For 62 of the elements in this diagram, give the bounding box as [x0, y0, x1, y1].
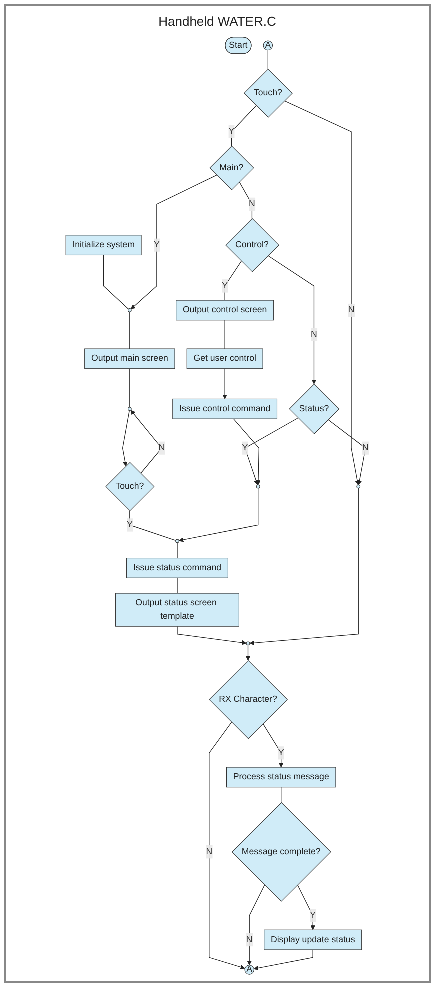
edge-label: Y — [222, 281, 228, 291]
node-box: Output status screen template — [116, 593, 240, 627]
node-diamond: Status? — [289, 384, 340, 434]
node-box: Display update status — [264, 930, 362, 950]
node-box: Output control screen — [176, 300, 274, 321]
node-circle — [176, 539, 180, 544]
connector — [177, 578, 178, 594]
arrow — [209, 722, 246, 970]
node-circle: A — [244, 965, 254, 975]
arrow — [233, 418, 261, 486]
node-diamond: Main? — [210, 146, 254, 190]
node-diamond: RX Character? — [209, 660, 288, 740]
arrow — [246, 645, 251, 661]
node-circle — [256, 484, 260, 489]
connector — [239, 182, 253, 220]
arrow — [177, 626, 247, 646]
node-box: Process status message — [226, 767, 336, 788]
edge-label: N — [249, 199, 256, 209]
edge-label: Y — [278, 748, 284, 758]
edge-label: Y — [242, 443, 248, 453]
arrow — [130, 175, 218, 310]
arrow — [250, 488, 359, 646]
node-box: Initialize system — [66, 235, 142, 256]
connector — [103, 254, 130, 310]
arrow — [328, 420, 366, 486]
arrow — [222, 368, 228, 400]
arrow — [244, 418, 299, 486]
node-circle — [356, 484, 361, 489]
connector — [224, 320, 226, 350]
edge-label: N — [158, 443, 166, 453]
connector — [130, 510, 176, 541]
edge-label: N — [206, 847, 213, 857]
arrow — [247, 884, 266, 966]
node-diamond: Control? — [226, 218, 280, 272]
node-circle: A — [263, 40, 274, 51]
node-circle — [128, 308, 132, 312]
arrow — [268, 256, 317, 384]
connector — [281, 787, 282, 804]
node-circle — [128, 407, 132, 412]
edge-label: Y — [154, 240, 160, 250]
connector — [231, 106, 257, 147]
arrow — [122, 410, 130, 467]
node-circle — [246, 642, 250, 646]
arrow — [178, 488, 259, 542]
edge-label: N — [246, 935, 253, 944]
edge-label: N — [348, 306, 355, 315]
node-diamond: Touch? — [244, 68, 293, 118]
edge-label: Y — [126, 520, 133, 530]
connector — [177, 542, 178, 559]
node-box: Issue status command — [126, 558, 228, 578]
diagram-title: Handheld WATER.C — [158, 14, 276, 29]
node-box: Output main screen — [84, 348, 176, 370]
node-box: Get user control — [186, 348, 264, 370]
edge-label: N — [311, 330, 318, 340]
arrow — [284, 100, 360, 486]
edge-label: Y — [228, 126, 235, 136]
edge-label: N — [362, 443, 369, 453]
node-diamond: Message complete? — [232, 802, 332, 902]
arrow — [254, 950, 314, 971]
edge-label: Y — [310, 910, 316, 920]
node-diamond: Touch? — [106, 462, 155, 512]
node-box: Issue control command — [172, 398, 278, 420]
